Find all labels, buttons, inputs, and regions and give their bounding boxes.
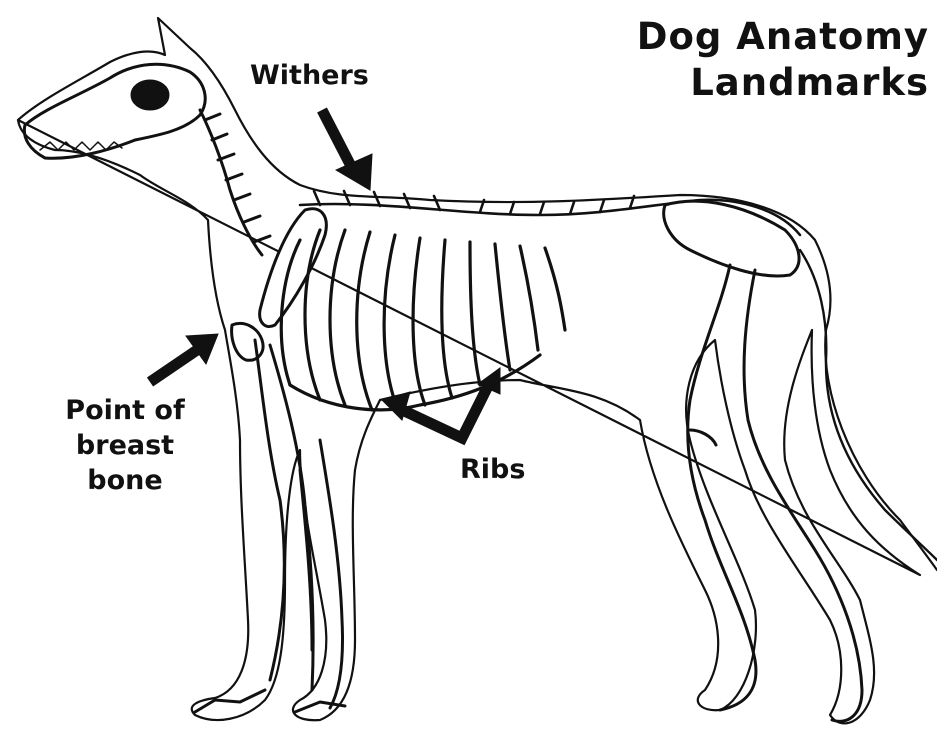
hind-leg-bones [688, 265, 862, 721]
breast-label-line-2: breast [40, 428, 210, 463]
scapula [260, 209, 327, 327]
rib-cage [281, 230, 565, 410]
breast-label-line-1: Point of [40, 393, 210, 428]
tail-vertebrae [800, 250, 937, 560]
neck-vertebrae [200, 110, 270, 255]
title-line-1: Dog Anatomy [637, 14, 929, 60]
breast-bone-arrow [150, 334, 218, 382]
title-line-2: Landmarks [637, 60, 929, 106]
label-withers: Withers [250, 58, 369, 93]
ribs-arrow [382, 368, 500, 438]
label-ribs: Ribs [460, 452, 525, 487]
eye-orbit [132, 81, 168, 109]
front-leg-bones [195, 340, 345, 712]
diagram-title: Dog Anatomy Landmarks [637, 14, 929, 106]
label-point-of-breast-bone: Point of breast bone [40, 393, 210, 498]
withers-arrow [322, 110, 372, 190]
breast-label-line-3: bone [40, 463, 210, 498]
